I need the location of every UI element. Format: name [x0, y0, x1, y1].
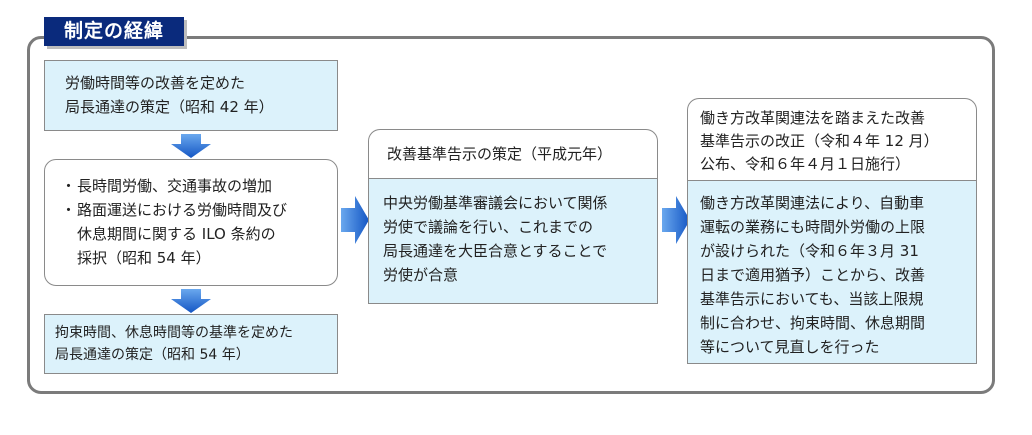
box-background-events: ・長時間労働、交通事故の増加 ・ 路面運送における労働時間及び 休息期間に関する… — [44, 159, 338, 286]
mid-header-text: 改善基準告示の策定（平成元年） — [387, 145, 613, 163]
arrow-right-icon — [662, 196, 690, 244]
right-header-line: 基準告示の改正（令和４年 12 月） — [700, 132, 939, 150]
arrow-down-icon — [171, 134, 211, 158]
event-text: 採択（昭和 54 年） — [77, 249, 211, 267]
body-1989-notice: 中央労働基準審議会において関係 労使で議論を行い、これまでの 局長通達を大臣合意… — [368, 178, 658, 304]
right-body-line: 制に合わせ、拘束時間、休息期間 — [700, 314, 926, 332]
event-item: ・長時間労働、交通事故の増加 — [61, 174, 321, 198]
event-text: 休息期間に関する ILO 条約の — [77, 225, 276, 243]
right-body-line: 等について見直しを行った — [700, 338, 880, 356]
right-header-line: 働き方改革関連法を踏まえた改善 — [700, 109, 926, 127]
event-item: ・ 路面運送における労働時間及び 休息期間に関する ILO 条約の 採択（昭和 … — [61, 198, 321, 270]
box3-line: 局長通達の策定（昭和 54 年） — [55, 347, 250, 363]
mid-body-line: 労使が合意 — [383, 266, 459, 284]
right-body-line: 運転の業務にも時間外労働の上限 — [700, 218, 926, 236]
diagram-frame — [27, 36, 995, 394]
right-body-line: 基準告示においても、当該上限規 — [700, 290, 924, 308]
header-1989-notice: 改善基準告示の策定（平成元年） — [368, 129, 658, 178]
box3-line: 拘束時間、休息時間等の基準を定めた — [55, 325, 293, 341]
mid-body-line: 局長通達を大臣合意とすることで — [383, 242, 608, 260]
header-2022-revision: 働き方改革関連法を踏まえた改善 基準告示の改正（令和４年 12 月） 公布、令和… — [687, 98, 977, 180]
right-body-line: 日まで適用猶予）ことから、改善 — [700, 266, 926, 284]
event-text: 長時間労働、交通事故の増加 — [77, 177, 273, 195]
diagram-title: 制定の経緯 — [44, 17, 184, 46]
box-1979-notice: 拘束時間、休息時間等の基準を定めた 局長通達の策定（昭和 54 年） — [44, 314, 338, 374]
right-header-line: 公布、令和６年４月１日施行） — [700, 155, 911, 173]
right-body-line: 働き方改革関連法により、自動車 — [700, 194, 925, 212]
event-text: 路面運送における労働時間及び — [77, 201, 288, 219]
arrow-right-icon — [341, 196, 369, 244]
right-body-line: が設けられた（令和６年３月 31 — [700, 242, 919, 260]
box-1967-notice: 労働時間等の改善を定めた 局長通達の策定（昭和 42 年） — [44, 60, 338, 131]
box1-line: 局長通達の策定（昭和 42 年） — [65, 98, 274, 116]
body-2022-revision: 働き方改革関連法により、自動車 運転の業務にも時間外労働の上限 が設けられた（令… — [687, 180, 977, 364]
mid-body-line: 中央労働基準審議会において関係 — [383, 194, 608, 212]
mid-body-line: 労使で議論を行い、これまでの — [383, 218, 594, 236]
box1-line: 労働時間等の改善を定めた — [65, 74, 246, 92]
arrow-down-icon — [171, 289, 211, 313]
